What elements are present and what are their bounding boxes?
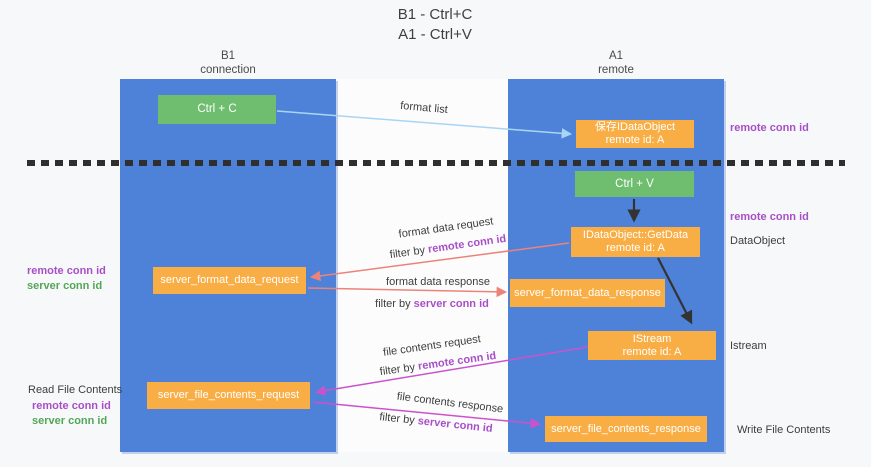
lane-b1-name: B1 bbox=[220, 50, 236, 62]
filter-by-text: filter by bbox=[375, 298, 414, 310]
lane-b1-subtitle: connection bbox=[200, 64, 256, 76]
annotation-server-conn-id-left-2: server conn id bbox=[32, 415, 108, 427]
annotation-server-conn-id-left-1: server conn id bbox=[27, 280, 103, 292]
lane-header-b1: B1 connection bbox=[120, 49, 336, 77]
node-ctrl-c: Ctrl + C bbox=[158, 95, 276, 124]
annotation-remote-conn-id-left-2: remote conn id bbox=[32, 400, 111, 412]
annotation-conn-ids-format: remote conn id server conn id bbox=[27, 264, 106, 294]
lane-header-a1: A1 remote bbox=[508, 49, 724, 77]
node-ctrl-v: Ctrl + V bbox=[575, 171, 694, 197]
annotation-dataobject: DataObject bbox=[730, 235, 786, 247]
node-save-idataobject-line1: 保存IDataObject bbox=[594, 121, 676, 133]
node-idataobject-getdata: IDataObject::GetData remote id: A bbox=[571, 227, 700, 257]
label-format-data-response: format data response bbox=[386, 276, 490, 288]
node-save-idataobject: 保存IDataObject remote id: A bbox=[576, 120, 694, 148]
dashed-divider-line bbox=[27, 160, 845, 166]
node-istream: IStream remote id: A bbox=[588, 331, 716, 360]
node-istream-line2: remote id: A bbox=[622, 345, 682, 358]
annotation-conn-ids-file: remote conn id server conn id bbox=[32, 399, 111, 429]
annotation-read-file-contents: Read File Contents bbox=[28, 384, 123, 396]
node-save-idataobject-line2: remote id: A bbox=[605, 134, 665, 146]
title-line-2: A1 - Ctrl+V bbox=[398, 26, 472, 43]
annotation-remote-conn-id-top: remote conn id bbox=[730, 122, 809, 134]
annotation-remote-conn-id-left-1: remote conn id bbox=[27, 265, 106, 277]
node-server-format-data-response: server_format_data_response bbox=[510, 279, 665, 307]
lane-a1-subtitle: remote bbox=[598, 64, 634, 76]
diagram-title: B1 - Ctrl+C A1 - Ctrl+V bbox=[340, 5, 530, 45]
node-istream-line1: IStream bbox=[632, 332, 672, 345]
node-idataobject-getdata-line2: remote id: A bbox=[606, 242, 665, 254]
annotation-write-file-contents: Write File Contents bbox=[737, 424, 831, 436]
annotation-remote-conn-id-mid: remote conn id bbox=[730, 211, 809, 223]
title-line-1: B1 - Ctrl+C bbox=[397, 6, 473, 23]
node-idataobject-getdata-line1: IDataObject::GetData bbox=[582, 229, 689, 241]
lane-a1-name: A1 bbox=[608, 50, 624, 62]
annotation-istream: Istream bbox=[730, 340, 767, 352]
label-filter-by-server-1: filter by server conn id bbox=[375, 298, 489, 310]
server-conn-id-text: server conn id bbox=[413, 298, 489, 310]
node-server-file-contents-response: server_file_contents_response bbox=[545, 416, 707, 442]
node-server-file-contents-request: server_file_contents_request bbox=[147, 382, 310, 409]
node-server-format-data-request: server_format_data_request bbox=[153, 267, 306, 294]
